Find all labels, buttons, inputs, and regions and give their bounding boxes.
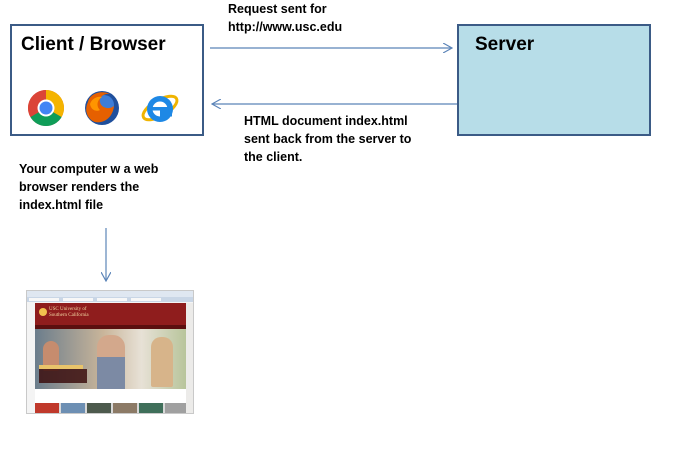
response-note: HTML document index.html sent back from … <box>244 114 412 164</box>
browser-scrollbar <box>186 303 193 413</box>
site-nav <box>35 325 187 329</box>
site-logo-text: USC University of Southern California <box>49 307 89 318</box>
site-header: USC University of Southern California <box>35 303 187 325</box>
site-photo-strip <box>35 403 189 413</box>
server-title: Server <box>475 34 535 55</box>
browser-toolbar <box>27 291 193 297</box>
firefox-icon <box>85 91 119 125</box>
client-browser-box: Client / Browser <box>10 24 204 136</box>
browser-tabs <box>27 297 193 302</box>
client-title: Client / Browser <box>21 34 166 55</box>
chrome-icon <box>27 90 65 127</box>
computer-note: Your computer w a web browser renders th… <box>19 162 159 212</box>
request-note: Request sent for http://www.usc.edu <box>228 2 343 34</box>
rendered-page-screenshot: USC University of Southern California <box>26 290 194 414</box>
usc-website: USC University of Southern California <box>35 303 189 413</box>
internet-explorer-icon <box>141 94 179 122</box>
usc-seal-icon <box>39 308 47 316</box>
server-box: Server <box>457 24 651 136</box>
site-hero-image <box>35 329 187 389</box>
